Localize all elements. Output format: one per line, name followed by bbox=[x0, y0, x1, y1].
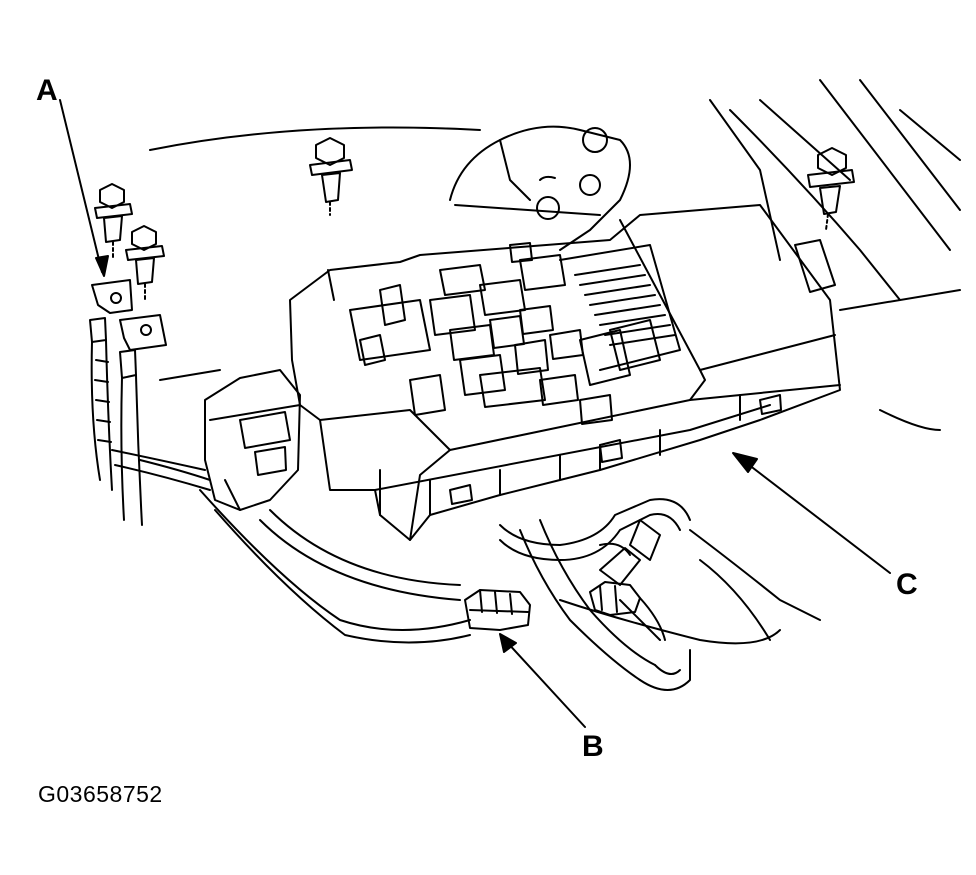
callout-arrows bbox=[60, 100, 890, 727]
lower-wire-harness bbox=[200, 490, 820, 690]
bolt-left-a bbox=[95, 184, 132, 260]
figure-id: G03658752 bbox=[38, 781, 163, 807]
callout-label-b: B bbox=[582, 730, 604, 763]
auxiliary-connector-block bbox=[205, 370, 300, 510]
bolt-top-center bbox=[310, 138, 352, 300]
vehicle-body-outline bbox=[150, 80, 960, 430]
callout-label-a: A bbox=[36, 74, 58, 107]
relay-array bbox=[350, 243, 680, 415]
connector-secondary bbox=[590, 582, 665, 640]
upper-arm-part bbox=[450, 127, 630, 250]
bolt-left-b bbox=[126, 226, 164, 300]
ground-brackets bbox=[90, 280, 166, 378]
connector-b bbox=[465, 590, 530, 630]
fuse-box-housing bbox=[290, 205, 840, 540]
bolt-top-right bbox=[795, 148, 854, 292]
callout-label-c: C bbox=[896, 568, 918, 601]
left-wire-harness bbox=[92, 340, 210, 525]
